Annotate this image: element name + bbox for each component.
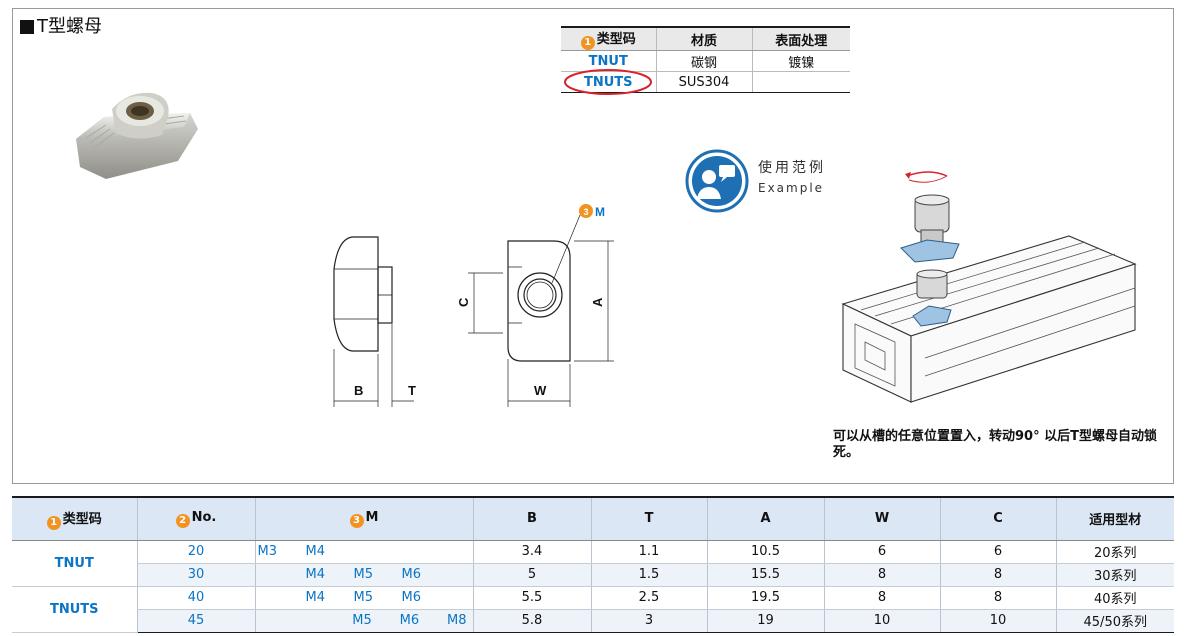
- c-cell: 8: [939, 563, 1056, 587]
- svg-text:3: 3: [583, 207, 588, 217]
- b-cell: 5.8: [472, 609, 591, 633]
- badge-1-icon: 1: [46, 515, 61, 530]
- w-cell: 6: [823, 540, 940, 564]
- dim-label-b: B: [354, 383, 363, 398]
- c-cell: 8: [939, 586, 1056, 610]
- c-cell: 6: [939, 540, 1056, 564]
- a-header: A: [706, 496, 824, 541]
- a-cell: 19: [706, 609, 824, 633]
- dim-label-w: W: [534, 383, 547, 398]
- t-cell: 3: [590, 609, 707, 633]
- material-cell: 碳钢: [655, 50, 752, 72]
- no-cell: 20: [136, 540, 255, 564]
- type-code-tnut: TNUT: [12, 540, 137, 587]
- table-row: TNUTS SUS304: [561, 68, 850, 95]
- material-header: 材质: [655, 26, 752, 51]
- red-circle-highlight-icon: [563, 68, 652, 95]
- t-nut-lower: [912, 269, 952, 327]
- w-cell: 8: [823, 586, 940, 610]
- badge-2-icon: 2: [175, 513, 190, 528]
- dim-label-a: A: [590, 297, 605, 307]
- surface-cell: 镀镍: [751, 50, 850, 72]
- profile-cell: 30系列: [1055, 563, 1174, 587]
- type-code-tnuts: TNUTS: [12, 586, 137, 633]
- rotate-arrow-icon: [906, 171, 948, 177]
- t-nut-upper: [900, 194, 960, 263]
- usage-note: 可以从槽的任意位置置入，转动90° 以后T型螺母自动锁死。: [833, 429, 1157, 460]
- table-row: TNUT 碳钢 镀镍: [561, 50, 850, 72]
- b-cell: 5: [472, 563, 591, 587]
- profile-cell: 45/50系列: [1055, 609, 1174, 633]
- square-bullet-icon: [20, 20, 34, 34]
- t-cell: 2.5: [590, 586, 707, 610]
- type-code-tnuts: TNUTS: [561, 68, 656, 95]
- a-cell: 19.5: [706, 586, 824, 610]
- dim-label-m: M: [595, 205, 605, 219]
- dimension-drawing: B T W C A 3 M: [333, 204, 614, 407]
- t-cell: 1.5: [590, 563, 707, 587]
- b-cell: 5.5: [472, 586, 591, 610]
- t-cell: 1.1: [590, 540, 707, 564]
- t-nut-photo: [76, 92, 198, 179]
- profile-cell: 20系列: [1055, 540, 1174, 564]
- badge-3-icon: [579, 204, 593, 218]
- example-label: 使用范例 Example: [758, 160, 826, 195]
- b-cell: 3.4: [472, 540, 591, 564]
- aluminum-profile-illustration: [841, 171, 1137, 403]
- page-title: T型螺母: [20, 17, 102, 37]
- w-cell: 8: [823, 563, 940, 587]
- surface-cell: [751, 71, 850, 93]
- dim-label-t: T: [408, 383, 416, 398]
- w-header: W: [823, 496, 940, 541]
- t-header: T: [590, 496, 707, 541]
- no-cell: 30: [136, 563, 255, 587]
- usage-example-icon: [685, 149, 749, 213]
- no-cell: 45: [136, 609, 255, 633]
- dim-label-c: C: [456, 297, 471, 307]
- material-cell: SUS304: [655, 71, 752, 93]
- profile-cell: 40系列: [1055, 586, 1174, 610]
- c-cell: 10: [939, 609, 1056, 633]
- badge-1-icon: 1: [580, 36, 595, 50]
- surface-header: 表面处理: [751, 26, 850, 51]
- type-code-tnut: TNUT: [561, 50, 656, 72]
- a-cell: 10.5: [706, 540, 824, 564]
- c-header: C: [939, 496, 1056, 541]
- b-header: B: [472, 496, 591, 541]
- w-cell: 10: [823, 609, 940, 633]
- badge-3-icon: 3: [349, 513, 364, 528]
- no-cell: 40: [136, 586, 255, 610]
- a-cell: 15.5: [706, 563, 824, 587]
- profile-header: 适用型材: [1055, 496, 1174, 541]
